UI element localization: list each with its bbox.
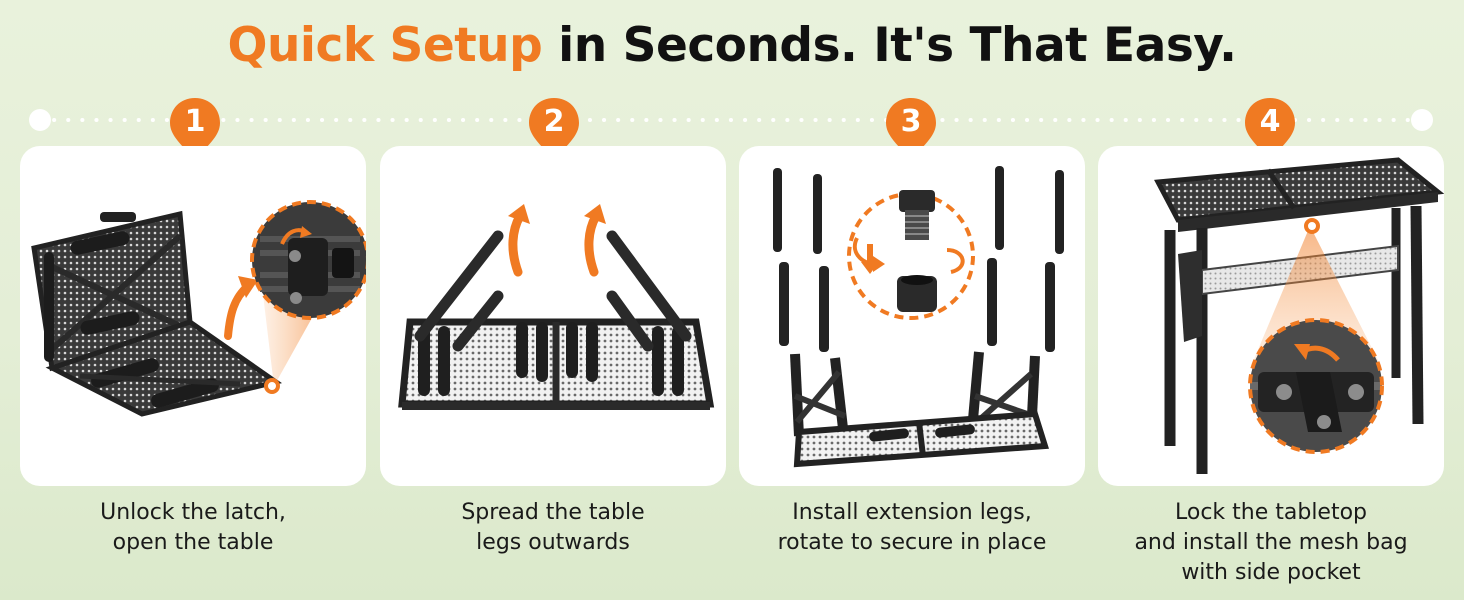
map-pin-icon xyxy=(886,98,936,160)
caption-line: rotate to secure in place xyxy=(777,530,1047,555)
caption-line: legs outwards xyxy=(476,530,630,555)
step-2-badge: 2 xyxy=(526,96,582,162)
step-3-number: 3 xyxy=(900,104,922,139)
step-4-card xyxy=(1098,146,1444,486)
step-1-caption: Unlock the latch, open the table xyxy=(20,498,366,558)
headline: Quick Setup in Seconds. It's That Easy. xyxy=(0,16,1464,76)
step-4-caption: Lock the tabletop and install the mesh b… xyxy=(1098,498,1444,588)
step-1-card xyxy=(20,146,366,486)
step-3-card xyxy=(739,146,1085,486)
spread-legs-illustration xyxy=(398,204,715,410)
step-2-card xyxy=(380,146,726,486)
extension-legs-illustration xyxy=(773,166,1064,468)
caption-line: open the table xyxy=(112,530,274,555)
dotted-line xyxy=(40,118,1424,122)
caption-line: Lock the tabletop xyxy=(1174,500,1368,525)
map-pin-icon xyxy=(170,98,220,160)
timeline-start-dot xyxy=(29,109,51,131)
caption-line: Install extension legs, xyxy=(792,500,1032,525)
caption-line: Spread the table xyxy=(461,500,645,525)
step-1-badge: 1 xyxy=(167,96,223,162)
step-4-number: 4 xyxy=(1259,104,1281,139)
caption-line: Unlock the latch, xyxy=(100,500,286,525)
headline-rest: in Seconds. It's That Easy. xyxy=(542,18,1237,73)
caption-line: with side pocket xyxy=(1181,560,1361,585)
headline-accent: Quick Setup xyxy=(227,18,543,73)
timeline-end-dot xyxy=(1411,109,1433,131)
caption-line: and install the mesh bag xyxy=(1134,530,1408,555)
step-3-badge: 3 xyxy=(883,96,939,162)
step-3-caption: Install extension legs, rotate to secure… xyxy=(739,498,1085,558)
step-1-number: 1 xyxy=(184,104,206,139)
step-timeline xyxy=(0,100,1464,140)
open-table-illustration xyxy=(31,200,366,417)
step-2-caption: Spread the table legs outwards xyxy=(380,498,726,558)
assembled-table-illustration xyxy=(1154,157,1444,474)
map-pin-icon xyxy=(1245,98,1295,160)
step-2-number: 2 xyxy=(543,104,565,139)
map-pin-icon xyxy=(529,98,579,160)
step-4-badge: 4 xyxy=(1242,96,1298,162)
